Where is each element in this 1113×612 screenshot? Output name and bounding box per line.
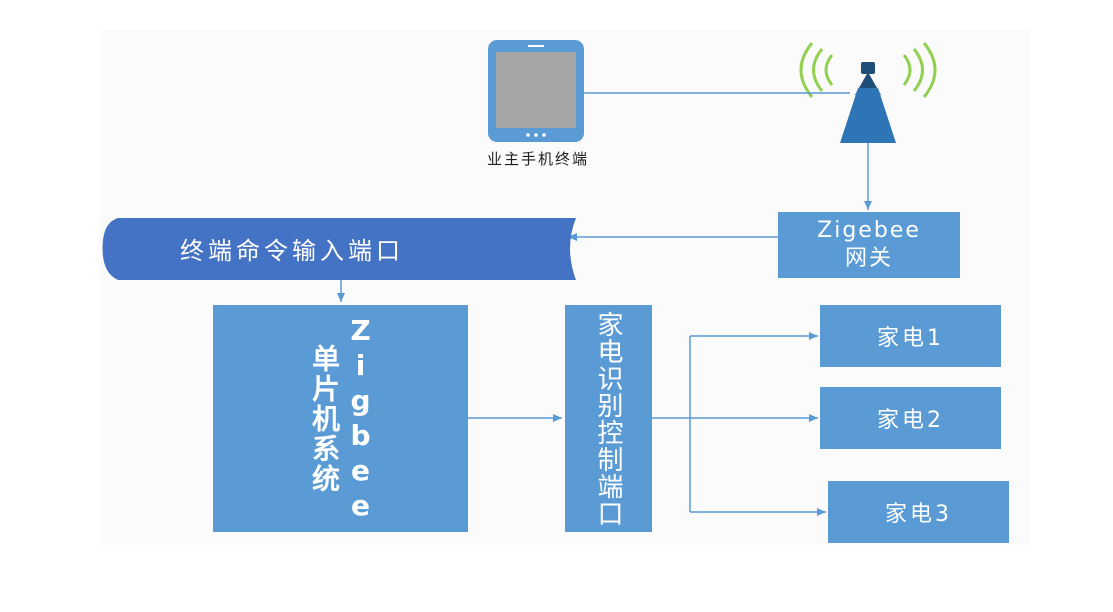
- appliance-1-box: 家电1: [820, 305, 1001, 367]
- control-port-label: 家电识别控制端口: [593, 310, 623, 527]
- smartphone-icon: [488, 40, 584, 142]
- appliance-3-label: 家电3: [885, 502, 952, 527]
- appliance-2-label: 家电2: [877, 408, 944, 433]
- signal-tower-icon: [799, 42, 937, 143]
- gateway-label-line1: Zigebee: [817, 218, 921, 243]
- input-port-banner: [102, 218, 577, 280]
- appliance-3-box: 家电3: [828, 481, 1009, 543]
- zigbee-gateway-box: Zigebee 网关: [778, 212, 960, 278]
- mcu-label: Zigbee单片机系统: [308, 313, 377, 524]
- control-port-box: 家电识别控制端口: [565, 305, 652, 532]
- mcu-system-box: Zigbee单片机系统: [213, 305, 468, 532]
- input-port-label: 终端命令输入端口: [180, 236, 404, 265]
- gateway-label-line2: 网关: [844, 246, 893, 271]
- appliance-1-label: 家电1: [877, 326, 944, 351]
- appliance-2-box: 家电2: [820, 387, 1001, 449]
- phone-label: 业主手机终端: [486, 150, 589, 168]
